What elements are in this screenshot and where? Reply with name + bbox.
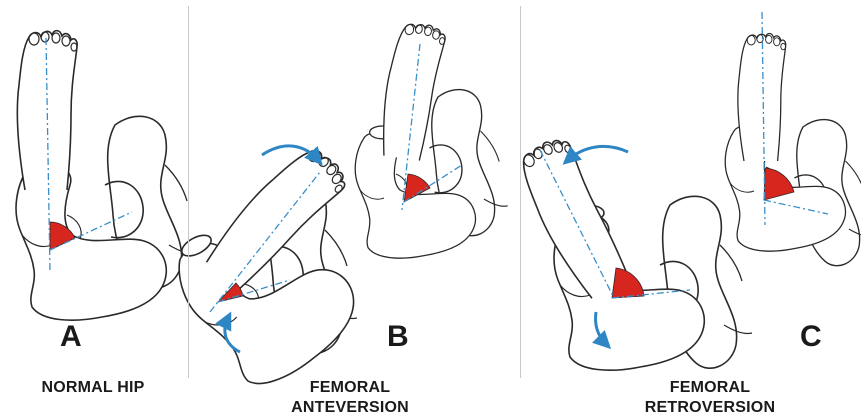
panel-b-caption-line2: ANTEVERSION — [250, 398, 450, 418]
panel-c-caption-line1: FEMORAL — [610, 378, 810, 398]
panel-b-caption: FEMORAL ANTEVERSION — [250, 378, 450, 418]
foot-icon — [738, 33, 786, 161]
panel-a-caption: NORMAL HIP — [0, 378, 186, 398]
anteversion-angle-marker — [612, 268, 644, 298]
foot-icon — [17, 31, 77, 190]
panel-c-caption: FEMORAL RETROVERSION — [610, 378, 810, 418]
panel-divider-ab — [188, 6, 189, 378]
panel-c-caption-line2: RETROVERSION — [610, 398, 810, 418]
panel-a-illustration — [16, 31, 197, 321]
panel-b-caption-line1: FEMORAL — [250, 378, 450, 398]
panel-b-letter: B — [387, 322, 409, 352]
panel-a-letter: A — [60, 322, 82, 352]
foot-icon — [378, 21, 447, 162]
panel-a-caption-line2: NORMAL HIP — [0, 378, 186, 398]
panel-divider-bc — [520, 6, 521, 378]
panel-c-letter: C — [800, 322, 822, 352]
panel-b-illustration — [163, 21, 508, 401]
panel-c-illustration — [510, 12, 861, 370]
rotation-arrow-icon — [568, 146, 628, 160]
